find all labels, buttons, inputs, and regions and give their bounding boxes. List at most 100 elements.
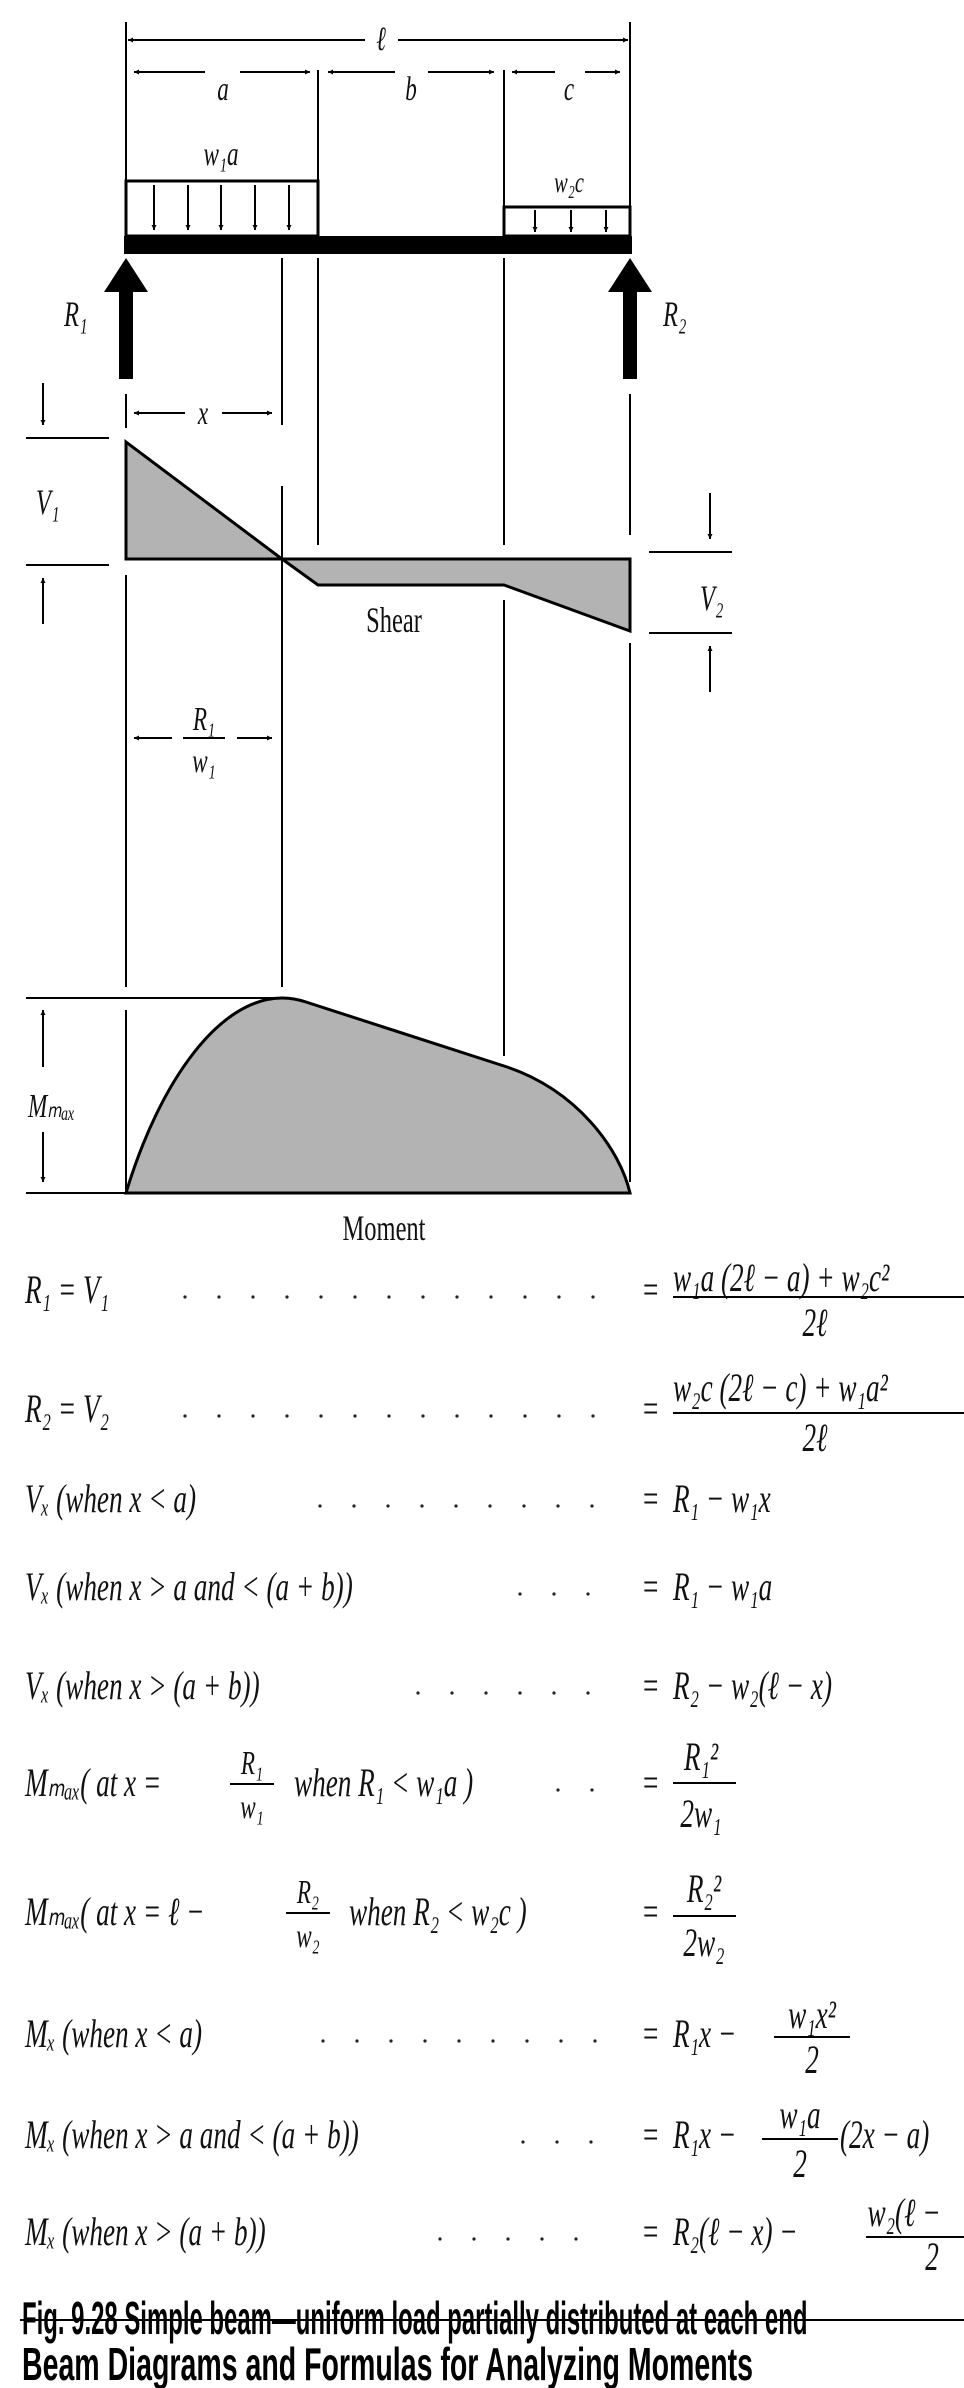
leader-dot <box>523 1414 527 1418</box>
load-label-w2c: w₂c <box>554 165 584 199</box>
formula-rhs-denominator: 2ℓ <box>803 1417 829 1460</box>
formula-rhs: R₂ − w₂(ℓ − x) <box>672 1665 832 1708</box>
formula-lhs: Mₓ (when x < a) <box>24 2013 202 2056</box>
leader-dot <box>557 1295 561 1299</box>
formula-rhs: R₁x − <box>672 2013 736 2056</box>
leader-dot <box>472 2237 476 2241</box>
leader-dot <box>523 1295 527 1299</box>
equals-sign: = <box>643 2211 658 2254</box>
leader-dot <box>319 1414 323 1418</box>
equals-sign: = <box>643 1269 658 1312</box>
condition-fraction-denominator: w₁ <box>240 1789 263 1826</box>
leader-dot <box>593 2039 597 2043</box>
leader-dot <box>590 1788 594 1792</box>
leader-dot <box>423 2039 427 2043</box>
formula-rhs-denominator: 2w₂ <box>683 1922 724 1965</box>
moment-curve <box>123 996 632 1195</box>
leader-dot <box>521 2140 525 2144</box>
leader-dot <box>591 1414 595 1418</box>
leader-dot <box>387 1295 391 1299</box>
shear-area-negative <box>277 557 632 634</box>
v2-label: V₂ <box>700 578 723 618</box>
formula-rhs: R₁x − <box>672 2114 736 2157</box>
leader-dot <box>285 1295 289 1299</box>
formula-lhs: Vₓ (when x > (a + b)) <box>25 1665 260 1708</box>
leader-dot <box>586 1691 590 1695</box>
shear-area-positive <box>124 439 287 561</box>
beam <box>124 236 632 254</box>
leader-dot <box>454 1504 458 1508</box>
leader-dot <box>556 1788 560 1792</box>
leader-dot <box>557 1414 561 1418</box>
formula-rhs: R₁ − w₁a <box>672 1566 772 1609</box>
formula-rhs-numerator: w₂(ℓ − <box>867 2192 940 2235</box>
formula-lhs-condition: Mₘₐₓ( at x = <box>24 1762 161 1805</box>
leader-dot <box>556 1504 560 1508</box>
reaction-arrow-r1-icon <box>104 258 148 379</box>
formula-lhs: R₁ = V₁ <box>24 1269 109 1312</box>
equals-sign: = <box>643 1478 658 1521</box>
leader-dot <box>518 1592 522 1596</box>
leader-dot <box>586 1592 590 1596</box>
leader-dot <box>559 2039 563 2043</box>
leader-dot <box>488 1504 492 1508</box>
formula-lhs-condition-tail: when R₁ < w₁a ) <box>294 1762 473 1805</box>
equals-sign: = <box>643 1665 658 1708</box>
equals-sign: = <box>643 1762 658 1805</box>
leader-dot <box>321 2039 325 2043</box>
leader-dot <box>421 1295 425 1299</box>
leader-dot <box>217 1295 221 1299</box>
span-label: ℓ <box>376 21 386 58</box>
figure-caption: Fig. 9.28 Simple beam—uniform load parti… <box>22 2293 807 2344</box>
formula-rhs-numerator: w₂c (2ℓ − c) + w₁a² <box>673 1367 888 1410</box>
formula-rhs-numerator: R₂² <box>686 1868 722 1911</box>
leader-dot <box>285 1414 289 1418</box>
v1-label: V₁ <box>36 482 59 522</box>
reaction-arrow-r2-icon <box>608 258 652 379</box>
segment-label-b: b <box>405 71 417 108</box>
leader-dot <box>555 2140 559 2144</box>
equals-sign: = <box>643 1891 658 1934</box>
leader-dot <box>522 1504 526 1508</box>
leader-dot <box>421 1414 425 1418</box>
leader-dot <box>353 1414 357 1418</box>
leader-dot <box>489 1414 493 1418</box>
segment-label-c: c <box>564 71 574 108</box>
formula-lhs: R₂ = V₂ <box>24 1388 109 1431</box>
distributed-load-w2 <box>502 205 632 238</box>
leader-dot <box>525 2039 529 2043</box>
leader-dot <box>183 1295 187 1299</box>
shear-label: Shear <box>366 600 422 640</box>
leader-dot <box>540 2237 544 2241</box>
formula-rhs-denominator: 2 <box>805 2039 819 2082</box>
moment-label: Moment <box>343 1208 426 1248</box>
r1-over-w1-denominator: w₁ <box>192 743 215 780</box>
leader-dot <box>457 2039 461 2043</box>
leader-dot <box>491 2039 495 2043</box>
leader-dot <box>389 2039 393 2043</box>
leader-dot <box>552 1592 556 1596</box>
leader-dot <box>251 1414 255 1418</box>
formula-lhs: Vₓ (when x < a) <box>25 1478 196 1521</box>
leader-dot <box>552 1691 556 1695</box>
leader-dot <box>591 1295 595 1299</box>
formula-lhs: Mₓ (when x > (a + b)) <box>24 2211 266 2254</box>
leader-dot <box>589 2140 593 2144</box>
condition-fraction-numerator: R₂ <box>296 1874 319 1911</box>
reaction-label-r2: R₂ <box>662 294 686 334</box>
equals-sign: = <box>643 1388 658 1431</box>
leader-dot <box>506 2237 510 2241</box>
formula-rhs: R₂(ℓ − x) − <box>672 2211 797 2254</box>
formula-rhs-denominator: 2 <box>793 2143 807 2186</box>
leader-dot <box>217 1414 221 1418</box>
leader-dot <box>183 1414 187 1418</box>
leader-dot <box>251 1295 255 1299</box>
load-label-w1a: w₁a <box>203 136 238 173</box>
formula-rhs-tail: (2x − a) <box>840 2114 929 2157</box>
dimension-lines <box>26 22 732 1194</box>
leader-dot <box>352 1504 356 1508</box>
x-label: x <box>197 395 208 432</box>
leader-dot <box>318 1504 322 1508</box>
reaction-label-r1: R₁ <box>63 294 87 334</box>
